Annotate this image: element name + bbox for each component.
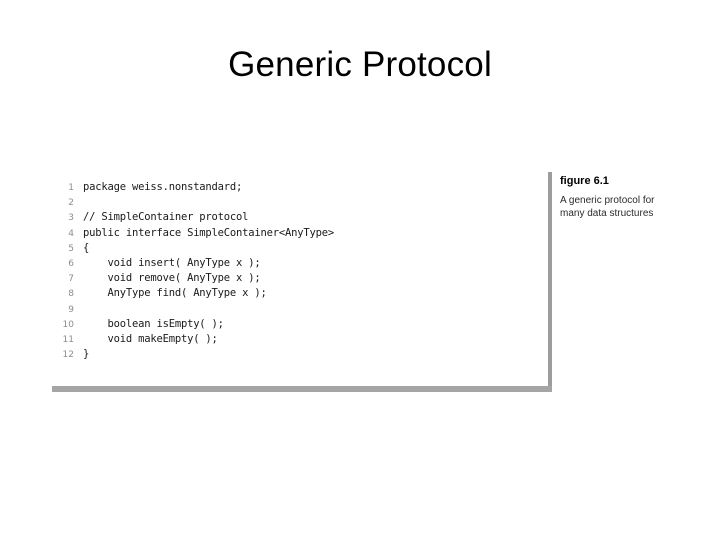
panel-shadow-bottom	[52, 386, 552, 392]
code-line-text: {	[83, 241, 90, 254]
code-line-text: AnyType find( AnyType x );	[83, 287, 267, 300]
code-line: 4 public interface SimpleContainer<AnyTyp…	[54, 226, 334, 241]
code-line-number: 9	[68, 304, 74, 315]
panel-shadow-right	[548, 172, 552, 392]
code-line-number: 3	[68, 213, 74, 224]
figure-caption-line-2: many data structures	[560, 207, 654, 219]
code-line: 7 void remove( AnyType x );	[54, 271, 334, 286]
code-line-number: 11	[62, 334, 74, 345]
code-line: 12}	[54, 347, 334, 362]
code-line-text: }	[83, 348, 90, 361]
code-line-text: void insert( AnyType x );	[83, 256, 261, 269]
figure-block: 1 package weiss.nonstandard; 2 3 // SimpleCo…	[48, 172, 552, 392]
code-line-number: 6	[68, 258, 74, 269]
code-line-number: 4	[68, 228, 74, 239]
figure-caption: figure 6.1 A generic protocol for many d…	[560, 174, 698, 220]
code-line: 5{	[54, 241, 334, 256]
code-panel: 1 package weiss.nonstandard; 2 3 // SimpleCo…	[48, 172, 548, 386]
code-line: 6 void insert( AnyType x );	[54, 256, 334, 271]
code-line-text: void makeEmpty( );	[83, 332, 218, 345]
code-line: 2	[54, 195, 334, 210]
code-line-number: 1	[68, 183, 74, 193]
code-line: 10 boolean isEmpty( );	[54, 317, 334, 332]
code-line-number: 7	[68, 274, 74, 285]
code-listing: 1 package weiss.nonstandard; 2 3 // SimpleCo…	[54, 180, 335, 362]
code-line-text: void remove( AnyType x );	[83, 272, 261, 285]
code-line-text: // SimpleContainer protocol	[83, 211, 249, 224]
code-line-number: 5	[68, 243, 74, 254]
figure-caption-label: figure 6.1	[560, 175, 609, 187]
code-line-text: public interface SimpleContainer<AnyType…	[83, 226, 334, 239]
code-line: 1 package weiss.nonstandard;	[54, 180, 334, 195]
code-line-text: package weiss.nonstandard;	[83, 181, 243, 193]
code-line-number: 8	[68, 289, 74, 300]
code-line: 11 void makeEmpty( );	[54, 332, 334, 347]
code-line-number: 2	[68, 198, 74, 209]
code-line: 9	[54, 302, 334, 317]
figure-caption-line-1: A generic protocol for	[560, 195, 655, 206]
code-line: 8 AnyType find( AnyType x );	[54, 286, 334, 301]
code-line-number: 10	[62, 319, 74, 330]
page-title: Generic Protocol	[228, 45, 492, 84]
code-line: 3 // SimpleContainer protocol	[54, 210, 334, 225]
code-line-number: 12	[62, 350, 74, 361]
code-line-text: boolean isEmpty( );	[83, 317, 224, 330]
figure-caption-text: A generic protocol for many data structu…	[560, 195, 698, 220]
